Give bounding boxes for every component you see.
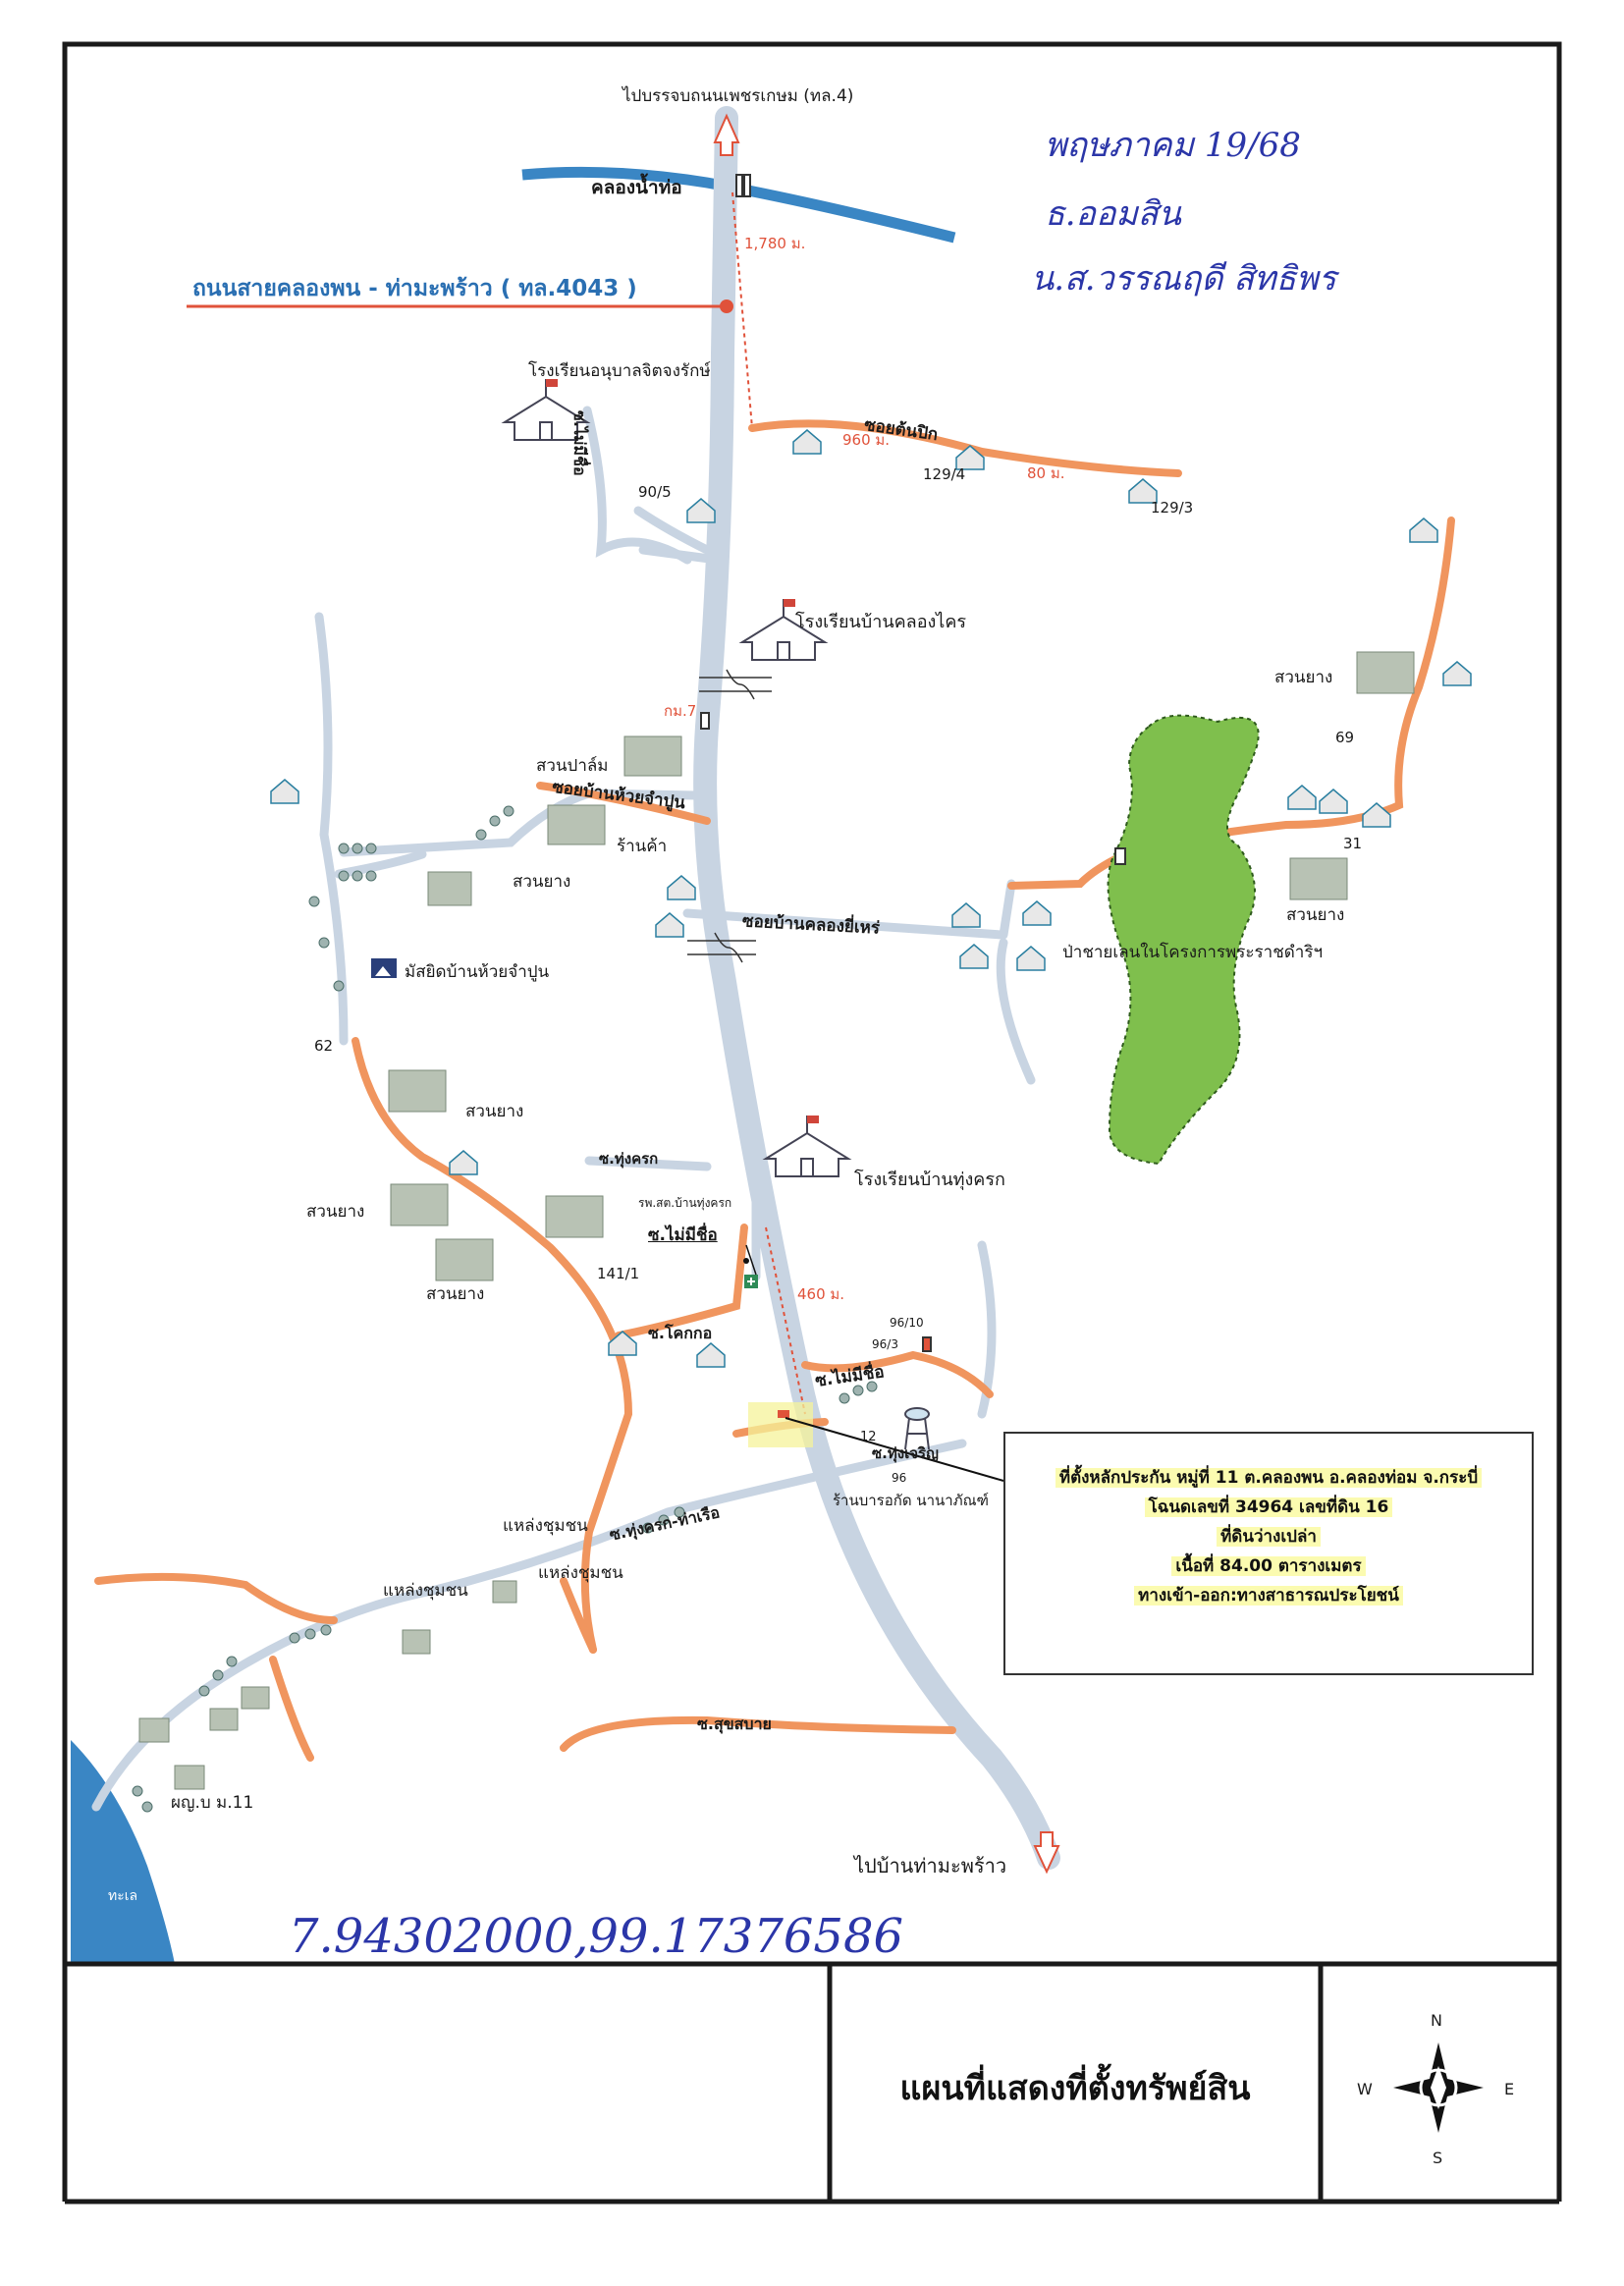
info-line-2: โฉนดเลขที่ 34964 เลขที่ดิน 16	[1144, 1497, 1393, 1517]
house-number-90-5: 90/5	[638, 483, 672, 501]
distance-bottom-label: 460 ม.	[797, 1285, 845, 1303]
health-station-icon	[743, 1244, 758, 1288]
main-road	[693, 106, 1060, 1870]
school-icon	[501, 379, 852, 1177]
distance-line-top	[731, 191, 753, 429]
rubber-label-3: สวนยาง	[1286, 905, 1345, 925]
handwritten-date: พฤษภาคม 19/68	[1045, 126, 1301, 165]
rubber-label-5: สวนยาง	[306, 1202, 365, 1222]
top-destination-label: ไปบรรจบถนนเพชรเกษม (ทล.4)	[623, 86, 854, 106]
mosque-label: มัสยิดบ้านห้วยจำปูน	[405, 962, 550, 982]
sea-label: ทะเล	[108, 1888, 138, 1904]
compass-east: E	[1504, 2080, 1515, 2098]
arrow-up-icon	[713, 113, 740, 156]
house-number-31: 31	[1343, 835, 1363, 852]
health-station-label: รพ.สต.บ้านทุ่งครก	[638, 1196, 732, 1210]
arrow-down-icon	[1033, 1831, 1060, 1875]
rubber-label-2: สวนยาง	[513, 872, 571, 892]
house-number-129-3: 129/3	[1151, 499, 1194, 517]
compass-west: W	[1357, 2080, 1373, 2098]
forest-label: ป่าชายเลนในโครงการพระราชดำริฯ	[1062, 943, 1324, 962]
house-number-129-4: 129/4	[923, 465, 966, 483]
repair-shop-label: ร้านบารอกัด นานาภัณฑ์	[833, 1492, 989, 1509]
canal	[521, 166, 956, 244]
house-number-96-3: 96/3	[872, 1337, 898, 1351]
house-number-69: 69	[1335, 729, 1355, 746]
info-line-1: ที่ตั้งหลักประกัน หมู่ที่ 11 ต.คลองพน อ.…	[1055, 1468, 1483, 1488]
house-number-96-10: 96/10	[890, 1316, 924, 1330]
community-label-2: แหล่งชุมชน	[538, 1563, 623, 1583]
collateral-marker	[778, 1410, 789, 1418]
distance-line-bottom	[765, 1226, 806, 1415]
rubber-label-6: สวนยาง	[426, 1284, 485, 1304]
mosque-icon	[371, 958, 397, 978]
house-number-12: 12	[860, 1430, 877, 1444]
house-number-62: 62	[314, 1037, 334, 1055]
km-marker-label: กม.7	[664, 702, 697, 720]
handwritten-coordinates: 7.94302000,99.17376586	[289, 1909, 904, 1964]
school-khlong-khrai-label: โรงเรียนบ้านคลองไคร	[795, 612, 967, 632]
distance-top-label: 1,780 ม.	[744, 235, 806, 252]
school-thung-khrok-label: โรงเรียนบ้านทุ่งครก	[854, 1170, 1005, 1190]
rubber-label-4: สวนยาง	[465, 1102, 524, 1121]
collateral-highlight	[748, 1402, 813, 1447]
palm-garden-label: สวนปาล์ม	[536, 756, 609, 776]
handwritten-bank: ธ.ออมสิน	[1045, 194, 1181, 234]
compass-rose-icon	[1393, 2042, 1484, 2133]
shop-label: ร้านค้า	[617, 837, 668, 856]
house-number-96: 96	[892, 1471, 907, 1485]
soi-thung-charoen-label: ซ.ทุ่งเจริญ	[872, 1444, 939, 1462]
collateral-info-box: ที่ตั้งหลักประกัน หมู่ที่ 11 ต.คลองพน อ.…	[1003, 1432, 1534, 1675]
canal-label: คลองน้ำท่อ	[591, 177, 682, 198]
main-road-marker	[720, 299, 733, 313]
rubber-label-1: สวนยาง	[1274, 668, 1333, 687]
info-line-4: เนื้อที่ 84.00 ตารางเมตร	[1171, 1556, 1366, 1576]
community-label-1: แหล่งชุมชน	[503, 1516, 588, 1536]
village-head-label: ผญ.บ ม.11	[171, 1793, 254, 1813]
school-anuban-label: โรงเรียนอนุบาลจิตจงรักษ์	[528, 361, 711, 381]
house-icon	[270, 429, 1472, 1368]
community-label-3: แหล่งชุมชน	[383, 1581, 468, 1601]
bottom-destination-label: ไปบ้านท่ามะพร้าว	[854, 1854, 1007, 1878]
distance-small-label: 80 ม.	[1027, 464, 1065, 482]
main-road-label: ถนนสายคลองพน - ท่ามะพร้าว ( ทล.4043 )	[192, 276, 637, 301]
distance-soi-label: 960 ม.	[842, 431, 891, 449]
map-title: แผนที่แสดงที่ตั้งทรัพย์สิน	[899, 2069, 1251, 2108]
sea-area	[71, 1740, 175, 1964]
water-tower-icon	[904, 1407, 930, 1450]
soi-khok-ko-label: ซ.โคกกอ	[648, 1324, 713, 1342]
soi-mai-mi-chue-1-label: ซ.ไม่มีชื่อ	[570, 410, 589, 476]
compass-south: S	[1433, 2149, 1443, 2167]
soi-suk-sabai-label: ซ.สุขสบาย	[697, 1714, 772, 1733]
soi-mai-mi-chue-2-label: ซ.ไม่มีชื่อ	[648, 1225, 718, 1245]
info-line-5: ทางเข้า-ออก:ทางสาธารณประโยชน์	[1134, 1586, 1403, 1606]
mangrove-forest	[1107, 714, 1260, 1166]
handwritten-name: น.ส.วรรณฤดี สิทธิพร	[1031, 259, 1336, 299]
info-line-3: ที่ดินว่างเปล่า	[1217, 1527, 1321, 1547]
soi-thung-khrok-label: ซ.ทุ่งครก	[599, 1150, 659, 1168]
collateral-pointer	[785, 1417, 1004, 1482]
house-number-141-1: 141/1	[597, 1265, 640, 1282]
compass-north: N	[1431, 2011, 1442, 2030]
